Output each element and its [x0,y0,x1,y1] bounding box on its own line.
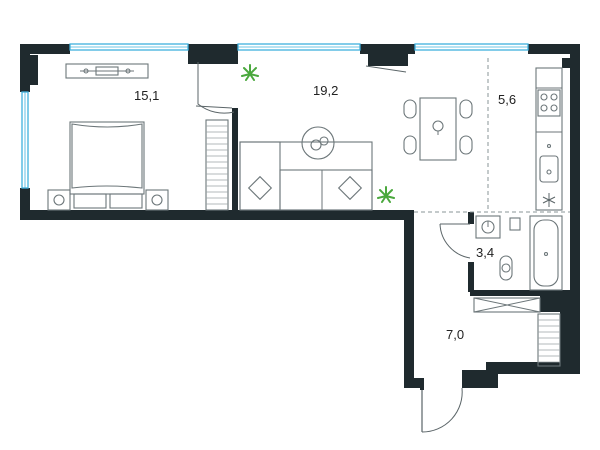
plant-icon [241,64,259,81]
area-label-kitchen: 5,6 [498,92,516,107]
area-label-bedroom: 15,1 [134,88,159,103]
living-room [239,64,407,211]
area-label-hallway: 7,0 [446,327,464,342]
bed-icon [47,121,169,211]
sofa-icon [239,141,373,211]
kitchen [403,58,570,213]
tv-console-icon [65,63,149,79]
bathroom [439,215,563,313]
door-icon [420,386,463,433]
toilet-icon [499,255,513,281]
wardrobe-icon [205,119,229,211]
hallway [420,313,561,433]
dining-table-icon [403,97,473,161]
door-icon [195,62,235,114]
sink-icon [539,143,559,183]
area-label-bathroom: 3,4 [476,245,494,260]
plant-icon [377,186,395,203]
windows [21,43,529,189]
wardrobe-icon [537,313,561,367]
stove-icon [537,89,561,117]
bedroom [47,62,235,211]
area-label-living: 19,2 [313,83,338,98]
walls [20,44,580,388]
coffee-table-icon [301,126,335,160]
bathtub-icon [529,215,563,291]
sink-icon [475,215,501,239]
